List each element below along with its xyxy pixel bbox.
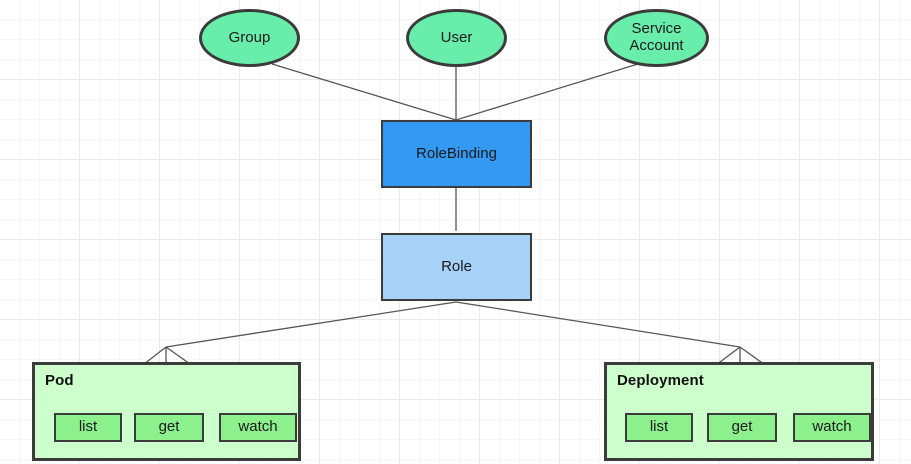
verb-deployment-list[interactable]: list xyxy=(625,413,693,442)
node-service-account-label: Service Account xyxy=(629,20,684,54)
node-group[interactable]: Group xyxy=(199,9,300,67)
group-pod-title: Pod xyxy=(45,372,74,389)
verb-deployment-watch-label: watch xyxy=(812,418,852,436)
verb-deployment-watch[interactable]: watch xyxy=(793,413,871,442)
verb-pod-get[interactable]: get xyxy=(134,413,204,442)
node-group-label: Group xyxy=(228,28,271,46)
node-role-label: Role xyxy=(441,257,472,275)
verb-pod-list[interactable]: list xyxy=(54,413,122,442)
node-service-account[interactable]: Service Account xyxy=(604,9,709,67)
group-pod[interactable]: Pod list get watch xyxy=(32,362,301,461)
edge-group-to-rolebinding xyxy=(271,63,457,121)
edge-service-account-to-rolebinding xyxy=(455,63,639,121)
verb-pod-watch[interactable]: watch xyxy=(219,413,297,442)
node-user-label: User xyxy=(440,28,473,46)
node-rolebinding[interactable]: RoleBinding xyxy=(381,120,532,188)
edge-role-to-deployment-junction xyxy=(455,301,741,348)
group-deployment-title: Deployment xyxy=(617,372,704,389)
verb-pod-get-label: get xyxy=(158,418,180,436)
node-rolebinding-label: RoleBinding xyxy=(416,144,497,162)
verb-pod-list-label: list xyxy=(78,418,98,436)
verb-deployment-list-label: list xyxy=(649,418,669,436)
node-user[interactable]: User xyxy=(406,9,507,67)
group-deployment[interactable]: Deployment list get watch xyxy=(604,362,874,461)
verb-deployment-get-label: get xyxy=(731,418,753,436)
edge-role-to-pod-junction xyxy=(165,301,457,348)
node-role[interactable]: Role xyxy=(381,233,532,301)
verb-deployment-get[interactable]: get xyxy=(707,413,777,442)
verb-pod-watch-label: watch xyxy=(238,418,278,436)
